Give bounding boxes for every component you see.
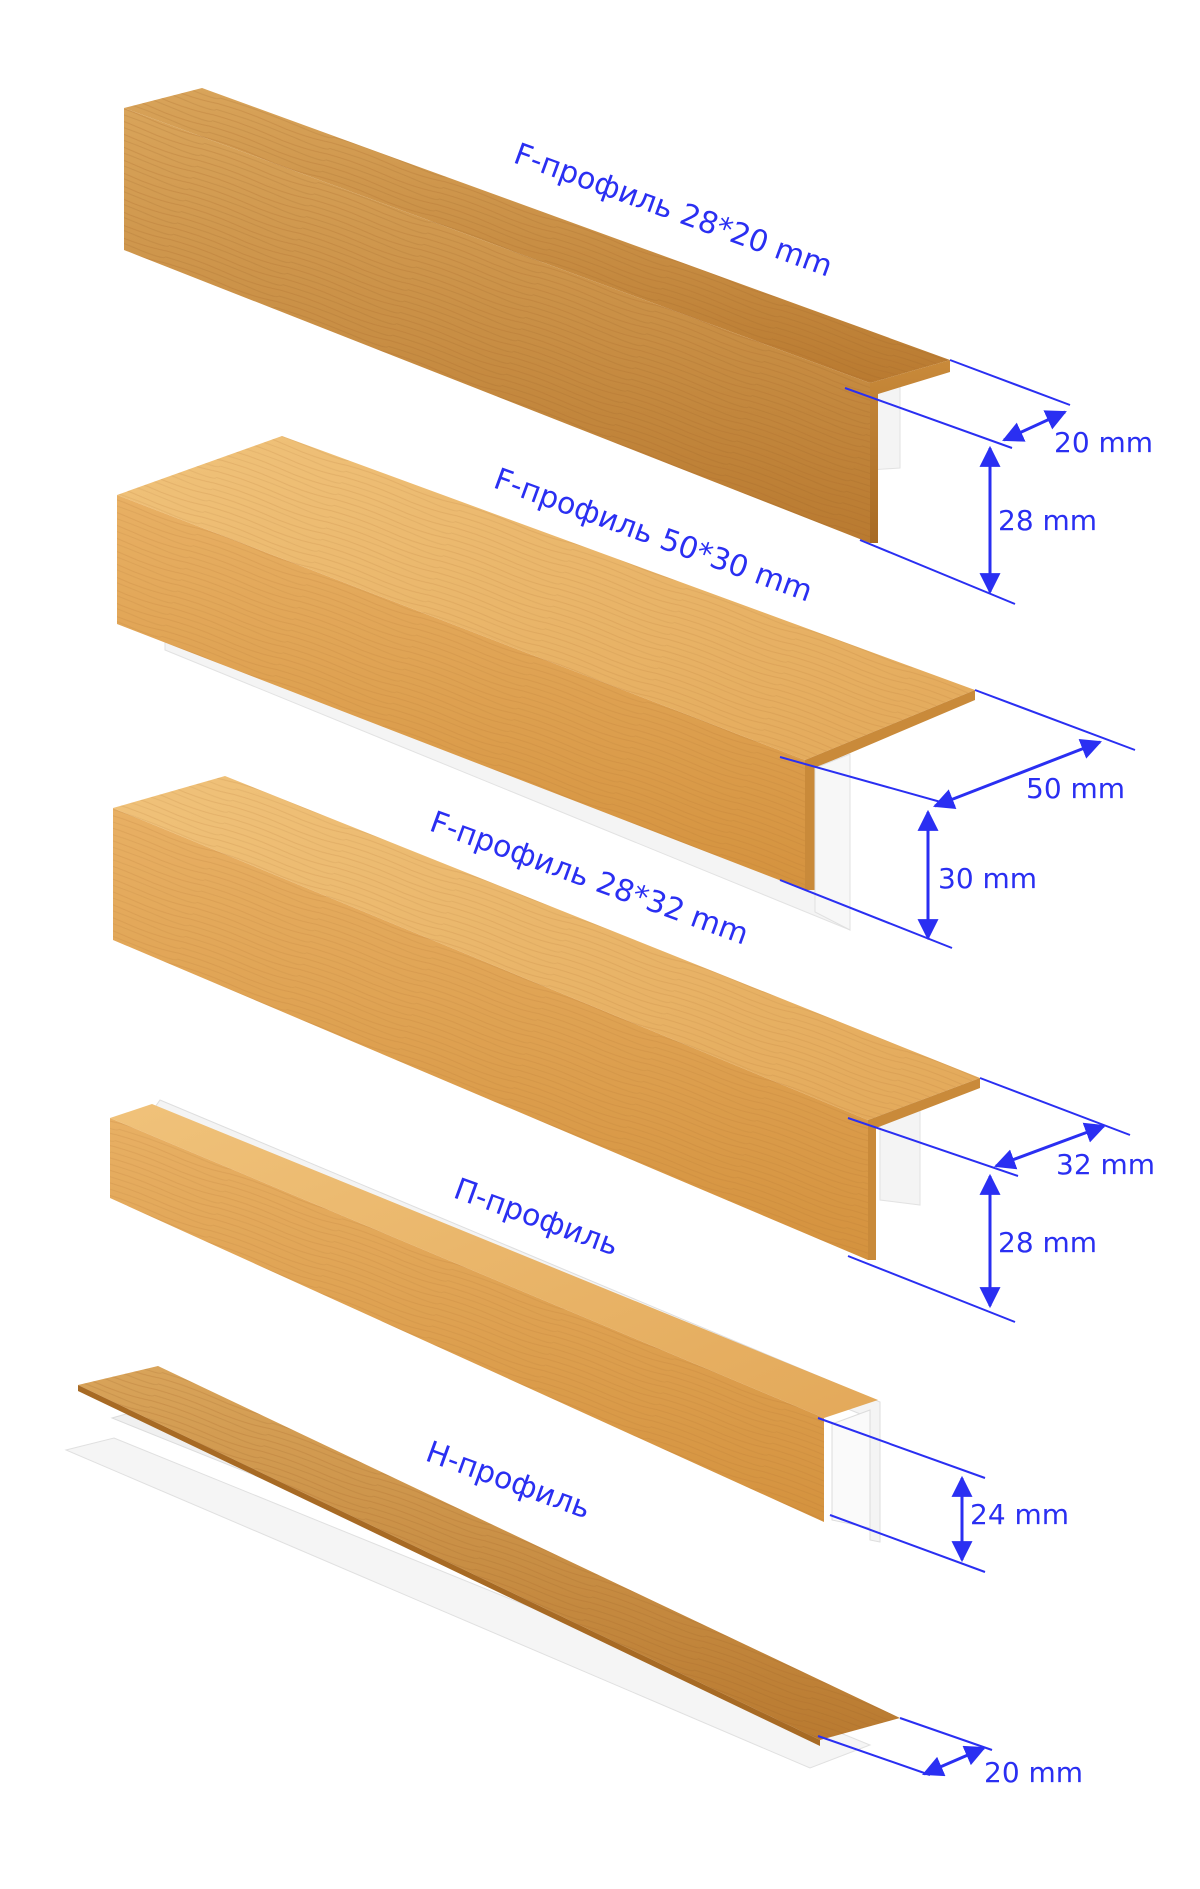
dim-height-label-3: 28 mm <box>998 1226 1097 1259</box>
dim-width-arrow-1 <box>1002 410 1067 442</box>
dim-width-label-2: 50 mm <box>1026 772 1125 805</box>
dim-width-label-5: 20 mm <box>984 1756 1083 1789</box>
dim-height-label-4: 24 mm <box>970 1498 1069 1531</box>
p-profile-top <box>110 1104 878 1418</box>
h-profile-base <box>64 1437 872 1769</box>
f-profile-50x30-end <box>805 690 975 890</box>
dim-height-label-1: 28 mm <box>998 504 1097 537</box>
f-profile-50x30: F-профиль 50*30 mm 50 mm 30 mm <box>117 436 1136 949</box>
dim-width-label-1: 20 mm <box>1054 426 1153 459</box>
dim-height-label-2: 30 mm <box>938 862 1037 895</box>
f-profile-28x32: F-профиль 28*32 mm 32 mm 28 mm <box>113 776 1155 1323</box>
f-profile-28x20-end <box>870 360 950 543</box>
dim-width-arrow-5 <box>922 1745 986 1777</box>
dim-width-arrow-3 <box>994 1122 1106 1170</box>
dim-width-label-3: 32 mm <box>1056 1148 1155 1181</box>
h-profile: H-профиль 20 mm <box>64 1366 1083 1789</box>
p-profile: П-профиль 24 mm <box>110 1099 1069 1573</box>
dim-width-arrow-2 <box>933 739 1102 809</box>
f-profile-28x20: F-профиль 28*20 mm 20 mm 28 mm <box>124 88 1153 605</box>
